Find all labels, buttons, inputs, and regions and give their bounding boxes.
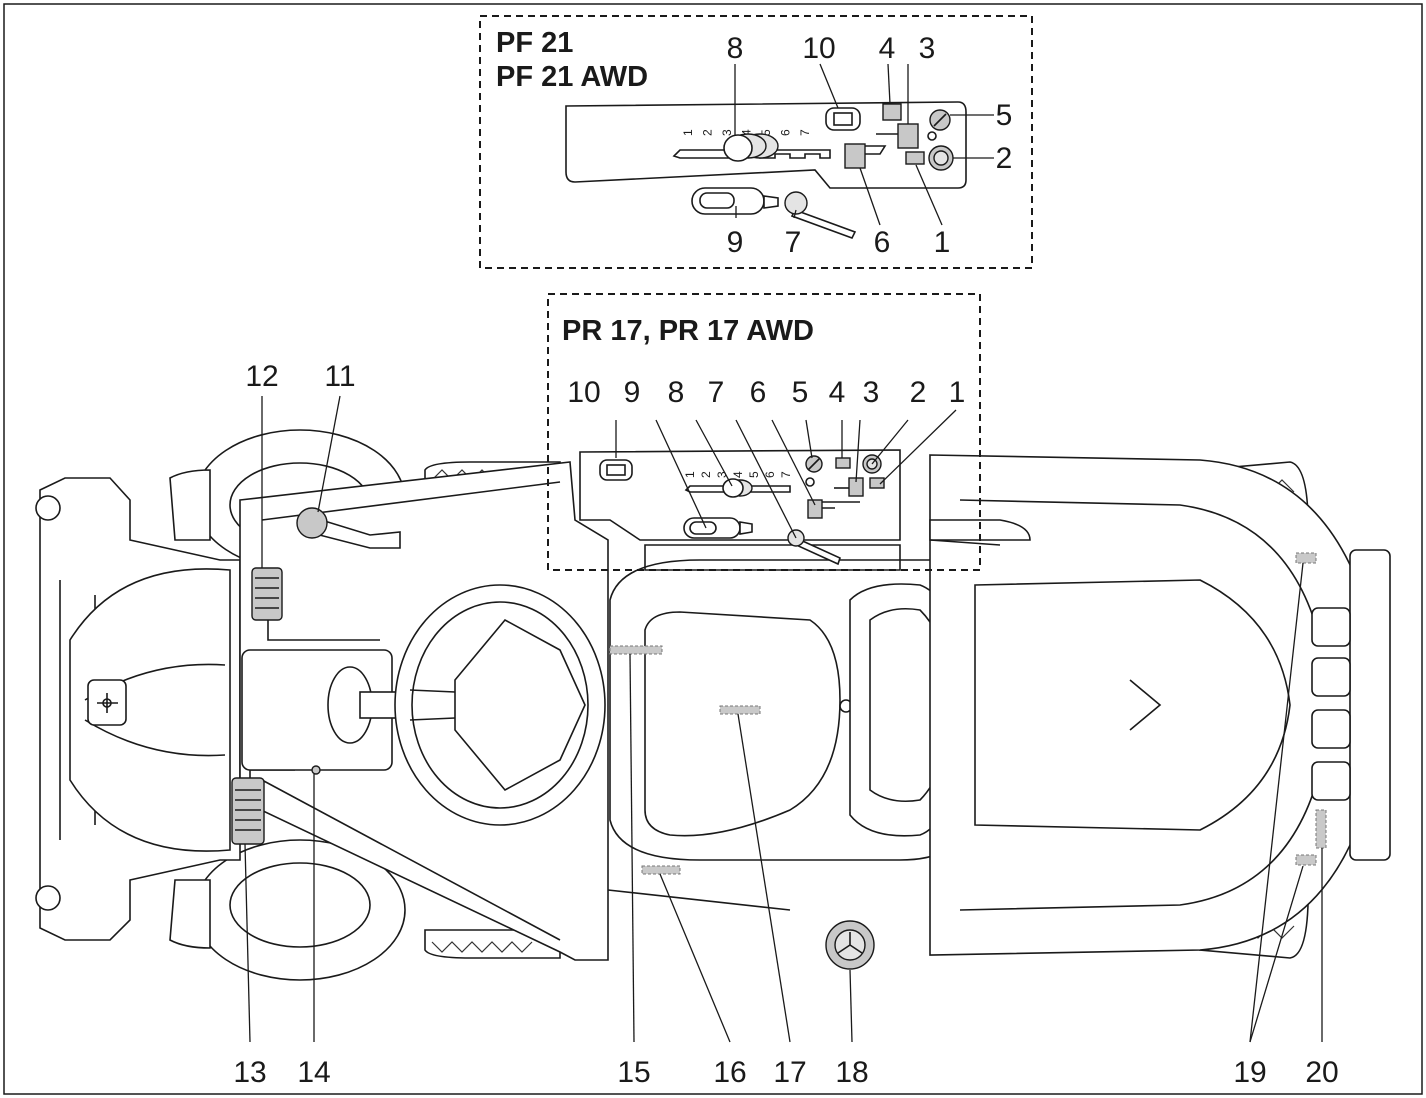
- inset-pf21-switch-4: [882, 103, 902, 121]
- rear-collector: [929, 454, 1381, 956]
- pr-callout-5: 5: [792, 376, 809, 409]
- front-bumper: [35, 469, 241, 949]
- pf-gear-mark-2: 2: [701, 129, 715, 136]
- inset-pf21-switch-1: [905, 151, 925, 165]
- inset-pr17-switch-6: [807, 499, 823, 519]
- label-plate-17: [719, 705, 761, 715]
- clutch-brake-pedal: [251, 567, 380, 641]
- callout-20: 20: [1305, 1056, 1338, 1089]
- fuel-cap: [825, 920, 875, 970]
- pr-callout-6: 6: [750, 376, 767, 409]
- pf-callout-9: 9: [727, 226, 744, 259]
- pf-callout-2: 2: [996, 142, 1013, 175]
- pf-callout-5: 5: [996, 99, 1013, 132]
- callout-18: 18: [835, 1056, 868, 1089]
- pr-callout-1: 1: [949, 376, 966, 409]
- pr-callout-8: 8: [668, 376, 685, 409]
- label-plate-19a: [1295, 552, 1317, 564]
- rear-bumper: [1311, 549, 1391, 861]
- main-callouts: 12 11 13 14 15 16 17 18 19 20: [233, 360, 1338, 1089]
- callout-19: 19: [1233, 1056, 1266, 1089]
- label-plate-16: [641, 865, 681, 875]
- outer-frame: [3, 3, 1423, 1095]
- pf-gear-mark-6: 6: [779, 129, 793, 136]
- steering-wheel: [394, 584, 606, 826]
- callout-16: 16: [713, 1056, 746, 1089]
- pf-gear-mark-7: 7: [798, 129, 812, 136]
- callout-12: 12: [245, 360, 278, 393]
- pf-callout-8: 8: [727, 32, 744, 65]
- inset-pr17-switch-1: [869, 477, 885, 489]
- seat: [609, 559, 966, 861]
- pf-gear-mark-4: 4: [740, 129, 754, 136]
- label-plate-15: [609, 645, 663, 655]
- pr-callout-3: 3: [863, 376, 880, 409]
- pf-callout-10: 10: [802, 32, 835, 65]
- inset-pf21-title2: PF 21 AWD: [496, 61, 648, 93]
- callout-14: 14: [297, 1056, 330, 1089]
- inset-pf21-switch-6: [844, 143, 866, 169]
- inset-pr17-switch-4: [835, 457, 851, 469]
- steering-column: [241, 649, 421, 775]
- callout-13: 13: [233, 1056, 266, 1089]
- pf-gear-mark-5: 5: [759, 129, 773, 136]
- cutting-height-lever: [296, 507, 401, 549]
- pr-gear-mark-2: 2: [699, 471, 713, 478]
- pf-callout-4: 4: [879, 32, 896, 65]
- mower-top-view: [35, 429, 1391, 981]
- pr-gear-mark-6: 6: [763, 471, 777, 478]
- pf-callout-6: 6: [874, 226, 891, 259]
- pf-callout-7: 7: [785, 226, 802, 259]
- pr-callout-10: 10: [567, 376, 600, 409]
- pr-callout-4: 4: [829, 376, 846, 409]
- pf-gear-mark-1: 1: [681, 129, 695, 136]
- pr-callout-2: 2: [910, 376, 927, 409]
- pf-callout-1: 1: [934, 226, 951, 259]
- pr-gear-mark-5: 5: [747, 471, 761, 478]
- callout-11: 11: [324, 360, 355, 393]
- callout-17: 17: [773, 1056, 806, 1089]
- pr-callout-7: 7: [708, 376, 725, 409]
- label-plate-20: [1315, 809, 1327, 849]
- pr-gear-mark-3: 3: [715, 471, 729, 478]
- pr-callout-9: 9: [624, 376, 641, 409]
- inset-pf21-switch-3: [897, 123, 919, 149]
- inset-pr17-title: PR 17, PR 17 AWD: [562, 315, 814, 347]
- inset-pf21-title1: PF 21: [496, 27, 573, 59]
- callout-15: 15: [617, 1056, 650, 1089]
- label-plate-19b: [1295, 854, 1317, 866]
- pr-gear-mark-1: 1: [683, 471, 697, 478]
- pr-gear-mark-7: 7: [779, 471, 793, 478]
- pf-gear-mark-3: 3: [720, 129, 734, 136]
- pf-callout-3: 3: [919, 32, 936, 65]
- pr-gear-mark-4: 4: [731, 471, 745, 478]
